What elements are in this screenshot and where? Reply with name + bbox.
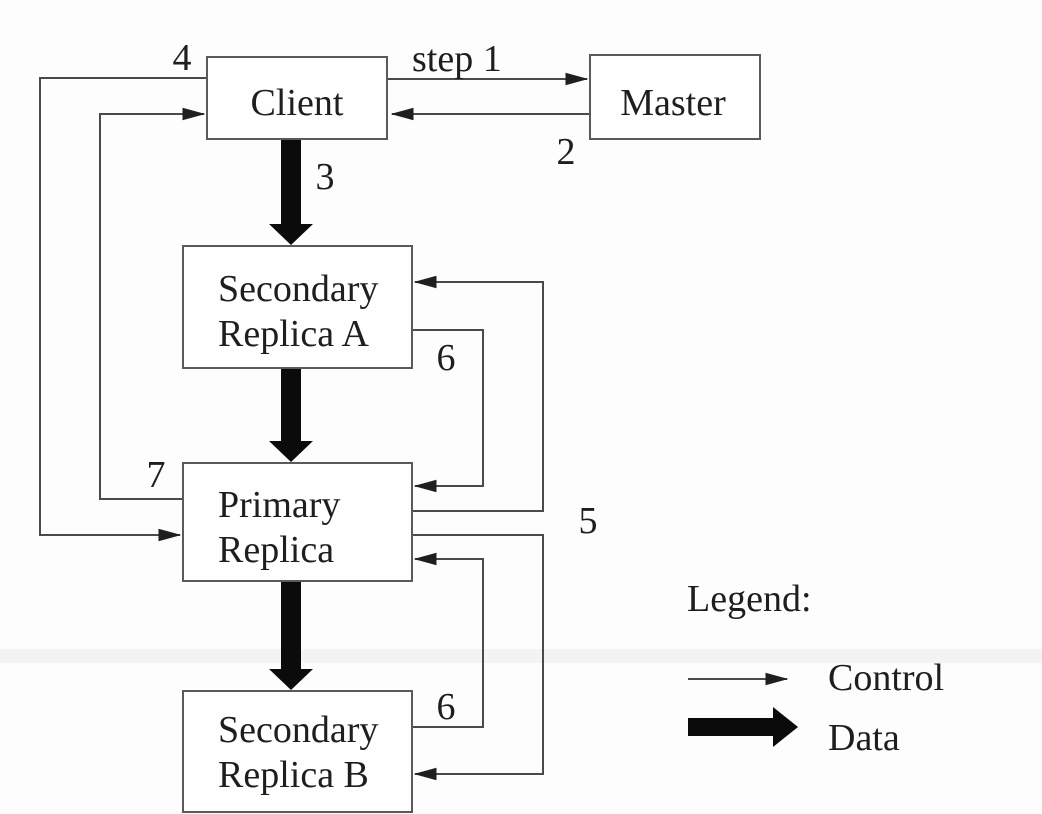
legend-title: Legend: — [687, 578, 812, 620]
secondary-replica-b-box — [182, 690, 413, 813]
step7-label: 7 — [147, 454, 166, 496]
master-label: Master — [620, 82, 726, 124]
step3-label: 3 — [316, 156, 335, 198]
step4-label: 4 — [173, 37, 192, 79]
legend-data-label: Data — [828, 717, 900, 759]
control-arrow-step4-client-to-primary — [39, 77, 207, 542]
secondary-replica-b-label-line2: Replica B — [218, 754, 369, 796]
node-secondary-replica-b: Secondary Replica B — [182, 690, 413, 813]
control-arrow-step6-secondary-a-to-primary — [412, 329, 484, 493]
legend-data-arrow-icon — [688, 707, 798, 747]
legend: Legend: Control Data — [687, 578, 944, 759]
secondary-replica-a-box — [182, 245, 413, 369]
primary-replica-label-line2: Replica — [218, 529, 334, 571]
client-box — [206, 56, 388, 140]
data-arrow-secondary-a-to-primary — [269, 368, 313, 462]
secondary-replica-a-label-line2: Replica A — [218, 313, 369, 355]
secondary-replica-b-label-line1: Secondary — [218, 709, 378, 751]
step1-label: step 1 — [412, 38, 502, 80]
control-arrow-step7-primary-to-client — [99, 107, 206, 500]
primary-replica-label-line1: Primary — [218, 484, 340, 526]
secondary-replica-a-label-line1: Secondary — [218, 268, 378, 310]
node-secondary-replica-a: Secondary Replica A — [182, 245, 413, 369]
node-master: Master — [589, 54, 761, 140]
node-primary-replica: Primary Replica — [182, 462, 413, 582]
control-arrow-step5-primary-to-secondary-a — [412, 275, 544, 512]
node-client: Client — [206, 56, 388, 140]
data-arrow-client-to-secondary-a — [269, 139, 313, 245]
legend-control-label: Control — [828, 657, 944, 699]
data-arrow-primary-to-secondary-b — [269, 581, 313, 690]
step2-label: 2 — [557, 131, 576, 173]
control-arrow-step5-primary-to-secondary-b — [412, 534, 544, 781]
primary-replica-box — [182, 462, 413, 582]
background-band — [0, 649, 1042, 663]
step6-upper-label: 6 — [437, 337, 456, 379]
control-arrow-step6-secondary-b-to-primary — [412, 552, 484, 728]
master-box — [589, 54, 761, 140]
step6-lower-label: 6 — [437, 686, 456, 728]
step5-label: 5 — [579, 500, 598, 542]
client-label: Client — [251, 82, 344, 124]
